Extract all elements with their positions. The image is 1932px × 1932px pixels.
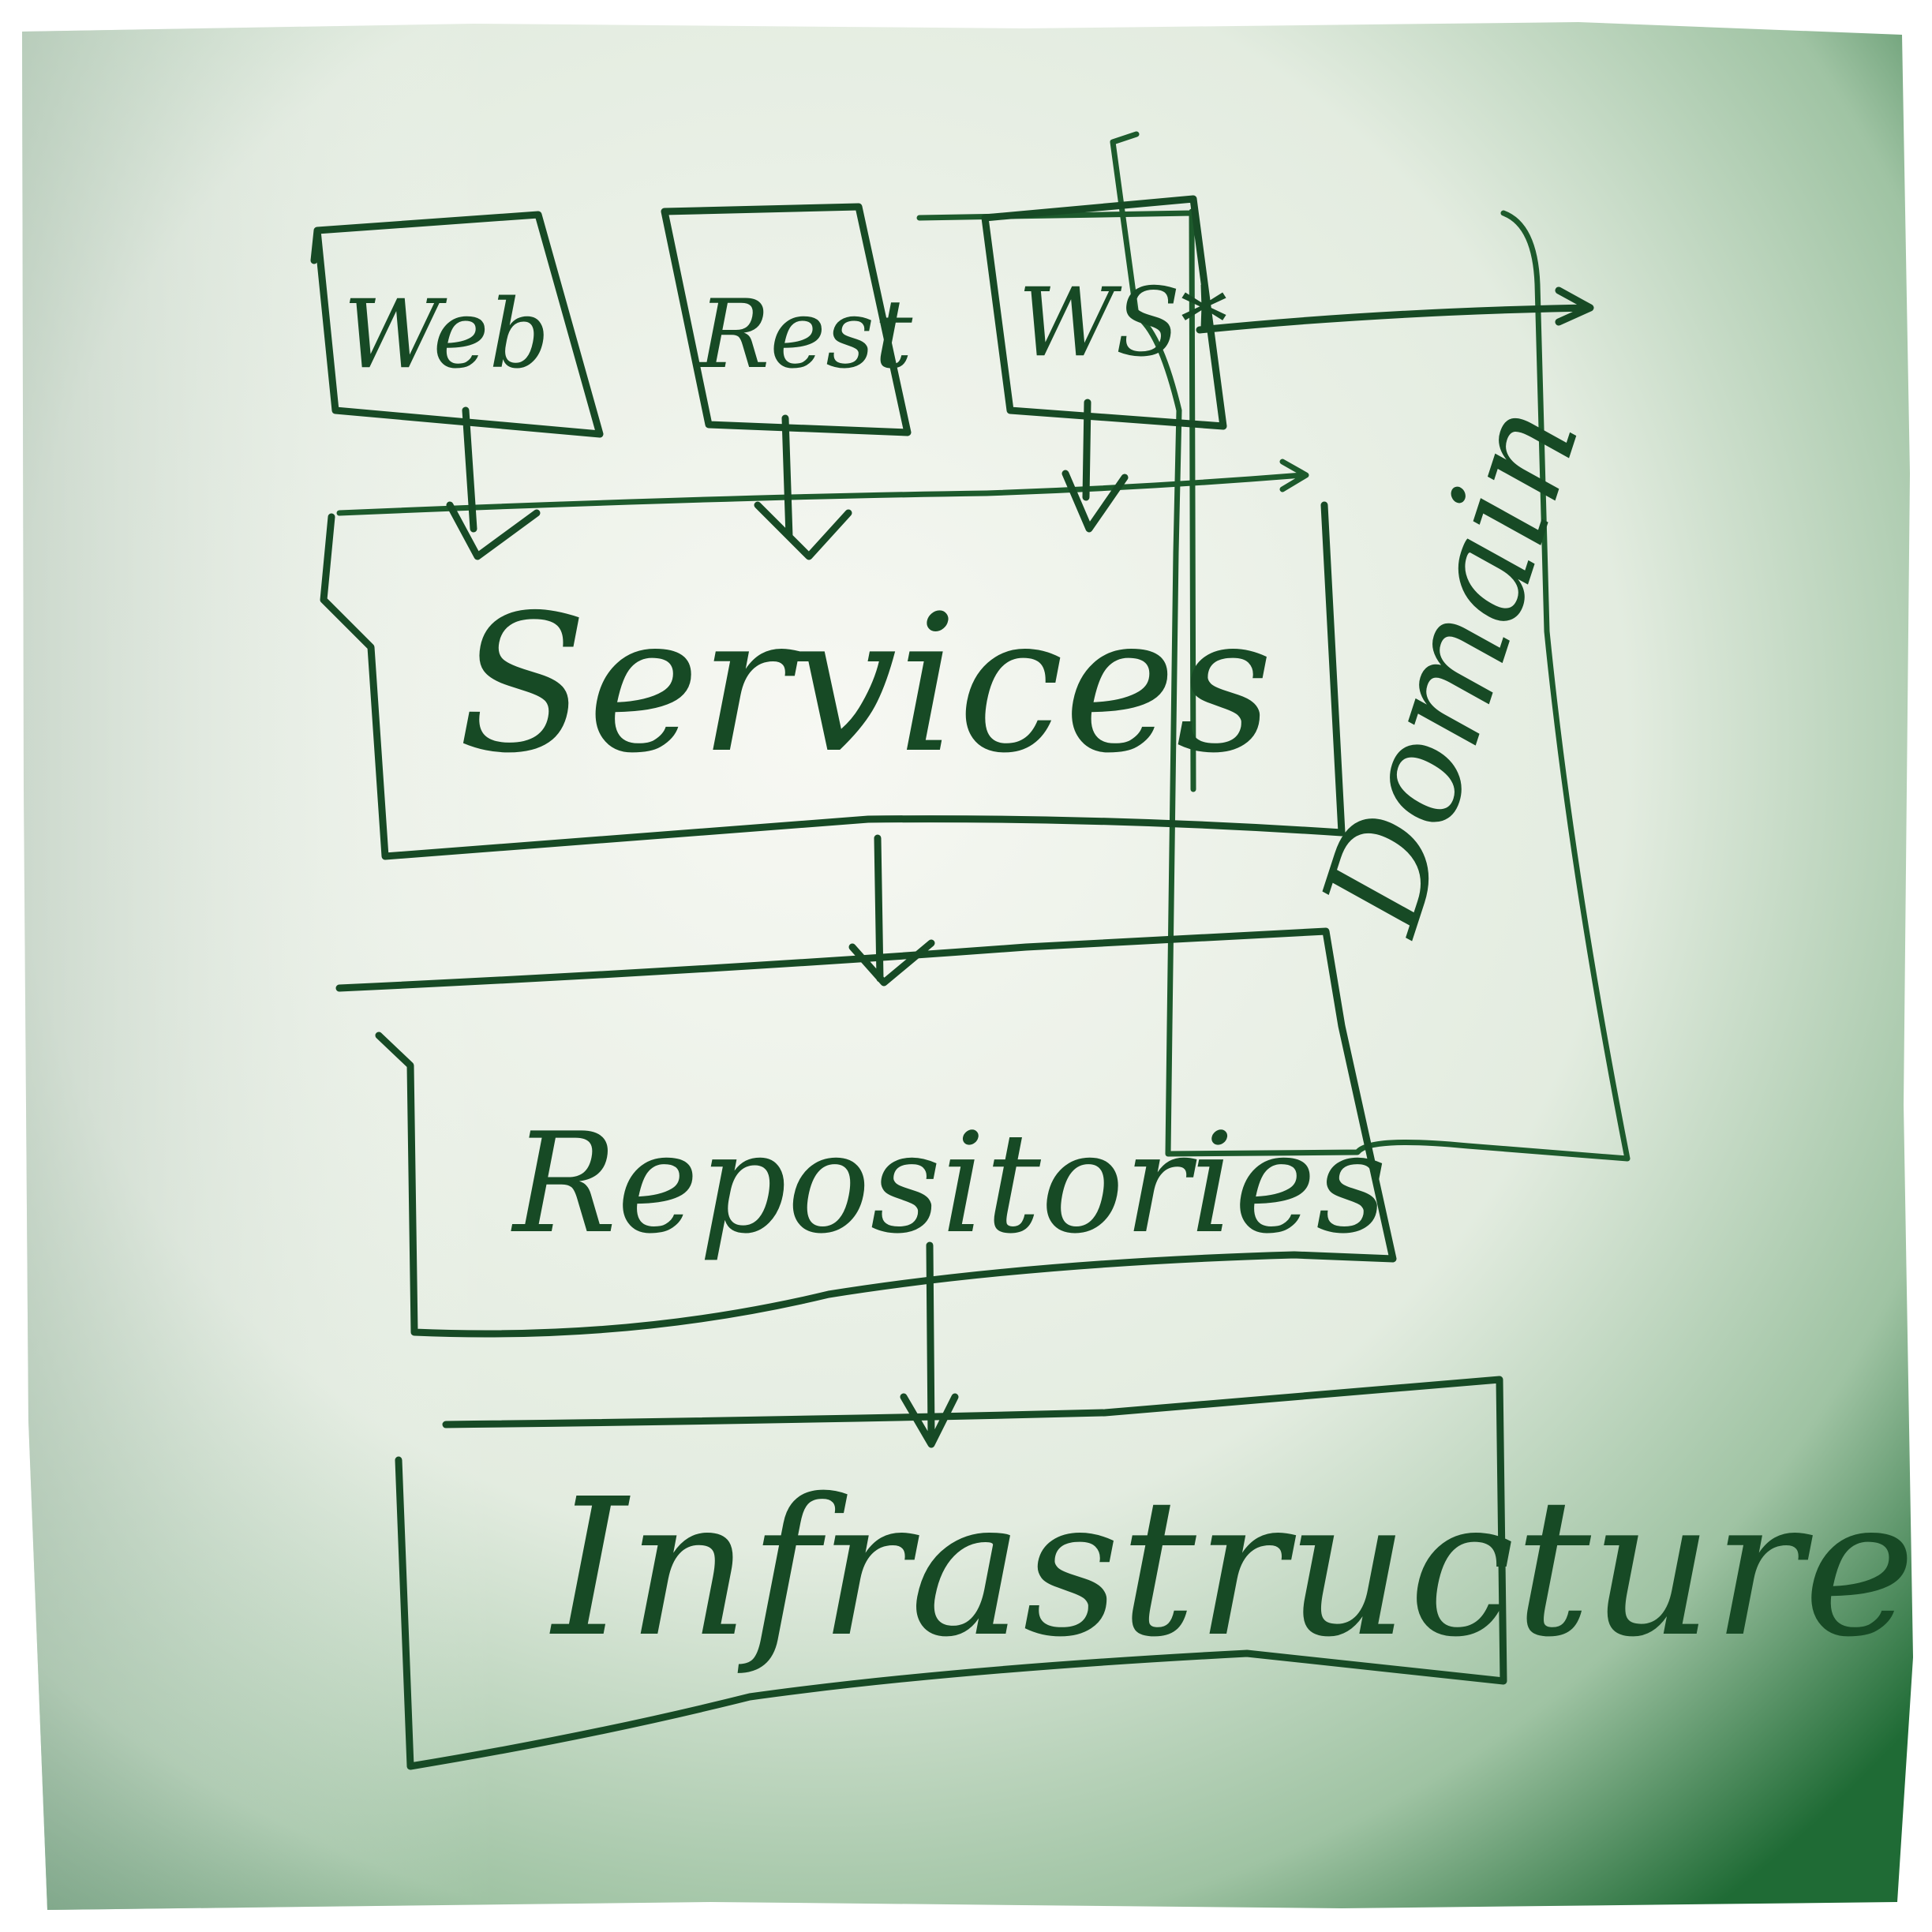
web-to-services-arrow xyxy=(446,406,541,560)
repositories-to-infrastructure-arrow xyxy=(900,1241,959,1448)
ws-arrow-right xyxy=(1196,286,1594,334)
ws-box xyxy=(981,195,1227,430)
domain-boundary xyxy=(916,208,1631,1162)
rest-box xyxy=(661,203,912,436)
web-box xyxy=(310,211,604,438)
services-box xyxy=(320,501,1346,860)
services-to-repositories-arrow xyxy=(848,834,935,987)
ws-label: WS* xyxy=(1018,268,1228,378)
rest-label: Rest xyxy=(697,280,913,390)
services-top-line xyxy=(336,459,1309,516)
services-label: Services xyxy=(458,574,1273,795)
rest-to-services-arrow xyxy=(754,414,852,560)
repositories-label: Repositories xyxy=(511,1104,1387,1264)
infrastructure-label: Infrastructure xyxy=(549,1458,1915,1679)
repositories-box xyxy=(335,927,1397,1338)
web-label: Web xyxy=(343,280,549,390)
infrastructure-box xyxy=(395,1376,1507,1770)
ws-to-services-arrow xyxy=(1061,399,1129,533)
